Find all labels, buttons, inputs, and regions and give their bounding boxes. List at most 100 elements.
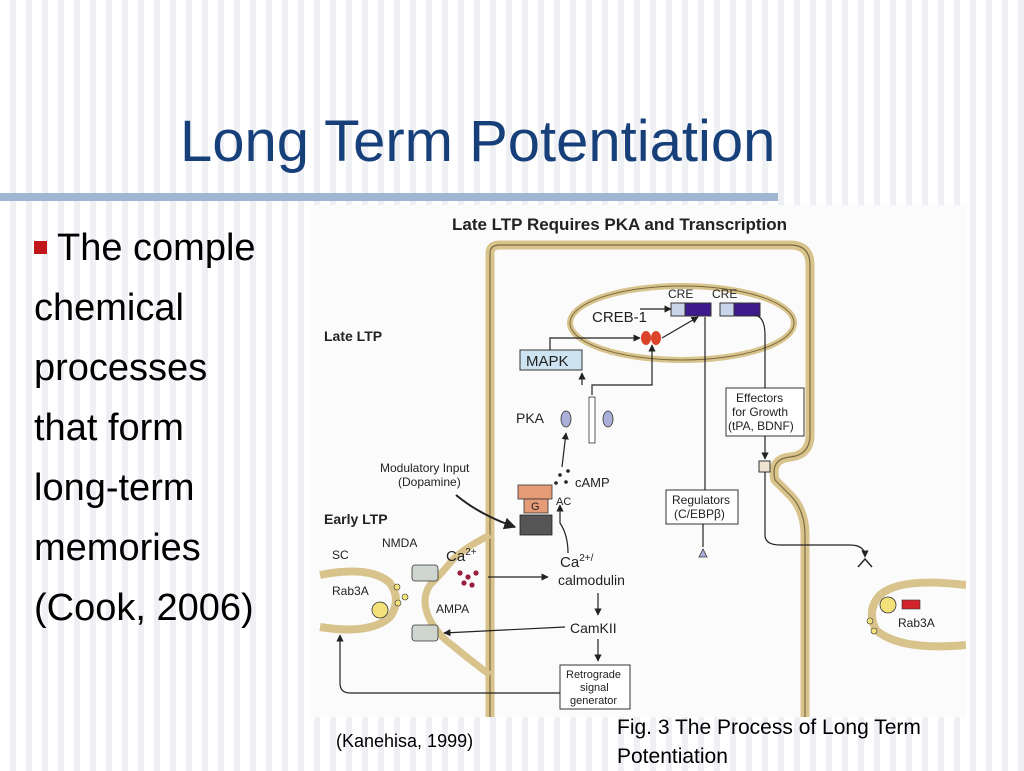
rab3a-left-label: Rab3A — [332, 584, 369, 598]
glutamate-2 — [401, 593, 409, 601]
glutamate-5 — [870, 627, 878, 635]
bullet-line-6: memories — [34, 527, 201, 569]
effectors-line-1: Effectors — [736, 391, 783, 405]
ca-ion-2 — [465, 574, 471, 580]
regulators-box — [665, 489, 739, 525]
camp-to-pka-arrow — [561, 432, 569, 468]
ac-label: AC — [556, 496, 571, 508]
early-ltp-label: Early LTP — [324, 511, 388, 527]
glutamate-4 — [866, 617, 874, 625]
ca-ion-1 — [457, 570, 463, 576]
bullet-line-1-text: The comple — [57, 227, 256, 269]
ca-calmodulin-base: Ca — [560, 554, 580, 571]
ca-label: Ca2+ — [446, 547, 477, 565]
ltp-diagram-svg: Late LTP Requires PKA and Transcription … — [319, 215, 966, 717]
g-label: G — [531, 501, 540, 513]
cell-membrane — [485, 240, 815, 717]
cre-gene-1 — [684, 302, 712, 317]
camp-dot-1 — [558, 473, 562, 477]
g-protein — [523, 498, 549, 514]
diagram-heading: Late LTP Requires PKA and Transcription — [452, 215, 787, 234]
ampa-label: AMPA — [436, 602, 469, 616]
sc-label: SC — [332, 548, 349, 562]
pka-label: PKA — [516, 410, 545, 426]
bullet-line-1: The comple — [34, 218, 324, 278]
retrograde-line-2: signal — [580, 682, 609, 694]
slide-title: Long Term Potentiation — [180, 109, 776, 174]
ca-label-base: Ca — [446, 548, 466, 565]
presynaptic-terminal-right — [867, 578, 966, 651]
retrograde-box — [559, 664, 631, 710]
adenylyl-cyclase — [519, 514, 553, 536]
ca-ion-4 — [461, 580, 467, 586]
camp-dot-3 — [554, 481, 558, 485]
rab3a-right-label: Rab3A — [898, 616, 935, 630]
ampa-receptor — [411, 624, 439, 642]
creb1-label: CREB-1 — [592, 309, 647, 326]
cre-label-2: CRE — [712, 287, 737, 301]
cre-gene-2 — [733, 302, 761, 317]
regulators-product — [698, 548, 708, 558]
camp-label: cAMP — [575, 475, 610, 490]
calmodulin-label: calmodulin — [558, 572, 625, 588]
calmodulin-to-ac-arrow — [556, 504, 569, 554]
effectors-line-2: for Growth — [732, 405, 788, 419]
bullet-square-icon — [34, 241, 47, 254]
vesicle-right — [879, 596, 897, 614]
cre-label-1: CRE — [668, 287, 693, 301]
creb1-dimer-right — [651, 331, 661, 345]
ca-calmodulin-label: Ca2+/ — [560, 553, 594, 571]
nmda-label: NMDA — [382, 536, 417, 550]
modulatory-line-1: Modulatory Input — [380, 461, 470, 475]
effector-product — [758, 460, 771, 473]
effectors-line-3: (tPA, BDNF) — [728, 419, 794, 433]
cre-site-1 — [670, 302, 686, 317]
ca-calmodulin-sup: 2+/ — [579, 553, 593, 564]
modulatory-line-2: (Dopamine) — [398, 475, 461, 489]
camkii-label: CamKII — [570, 620, 617, 636]
mapk-to-creb-arrow — [549, 334, 641, 350]
mapk-box — [519, 349, 583, 371]
ltp-diagram: Late LTP Requires PKA and Transcription … — [310, 205, 966, 717]
rab3a-right-marker — [901, 599, 921, 610]
ca-ion-5 — [469, 582, 475, 588]
bullet-list: The comple chemical processes that form … — [34, 218, 324, 638]
pka-regulatory-unit — [560, 410, 572, 428]
retrograde-line-1: Retrograde — [566, 669, 621, 681]
dopamine-arrow — [455, 494, 517, 530]
camp-dot-2 — [566, 469, 570, 473]
cre2-to-effectors-line — [754, 314, 766, 388]
bullet-line-5: long-term — [34, 467, 195, 509]
cell-membrane-edge — [489, 244, 811, 717]
bullet-line-2: chemical — [34, 287, 184, 329]
pka-to-creb-arrow — [591, 344, 656, 395]
mapk-label: MAPK — [526, 353, 569, 370]
regulators-line-1: Regulators — [672, 493, 730, 507]
nmda-receptor — [411, 564, 439, 582]
cre-site-2 — [719, 302, 735, 317]
glutamate-1 — [393, 583, 401, 591]
vesicle-left — [371, 601, 389, 619]
creb1-dimer-left — [641, 331, 651, 345]
regulators-line-2: (C/EBPβ) — [674, 507, 725, 521]
dendritic-spine — [421, 531, 493, 678]
ca-ion-3 — [473, 570, 479, 576]
figure-caption: Fig. 3 The Process of Long Term Potentia… — [617, 716, 921, 768]
presynaptic-terminal-left — [319, 567, 400, 634]
bullet-line-3: processes — [34, 347, 208, 389]
retrograde-line-3: generator — [570, 695, 617, 707]
effector-to-presynapse-arrow — [764, 472, 869, 558]
retrograde-receptor-icon — [857, 557, 873, 568]
pka-catalytic-unit — [602, 410, 614, 428]
creb1-to-cre2-arrow — [661, 316, 699, 339]
pka-ladder — [588, 396, 596, 444]
dopamine-receptor — [517, 484, 553, 500]
nucleus-edge — [569, 285, 795, 361]
glutamate-3 — [394, 599, 402, 607]
retrograde-signal-arrow — [336, 634, 560, 694]
bullet-line-4: that form — [34, 407, 184, 449]
figure-credit: (Kanehisa, 1999) — [336, 731, 474, 751]
camkii-to-ampa-arrow — [443, 626, 566, 637]
late-ltp-label: Late LTP — [324, 328, 382, 344]
camp-dot-4 — [564, 480, 568, 484]
